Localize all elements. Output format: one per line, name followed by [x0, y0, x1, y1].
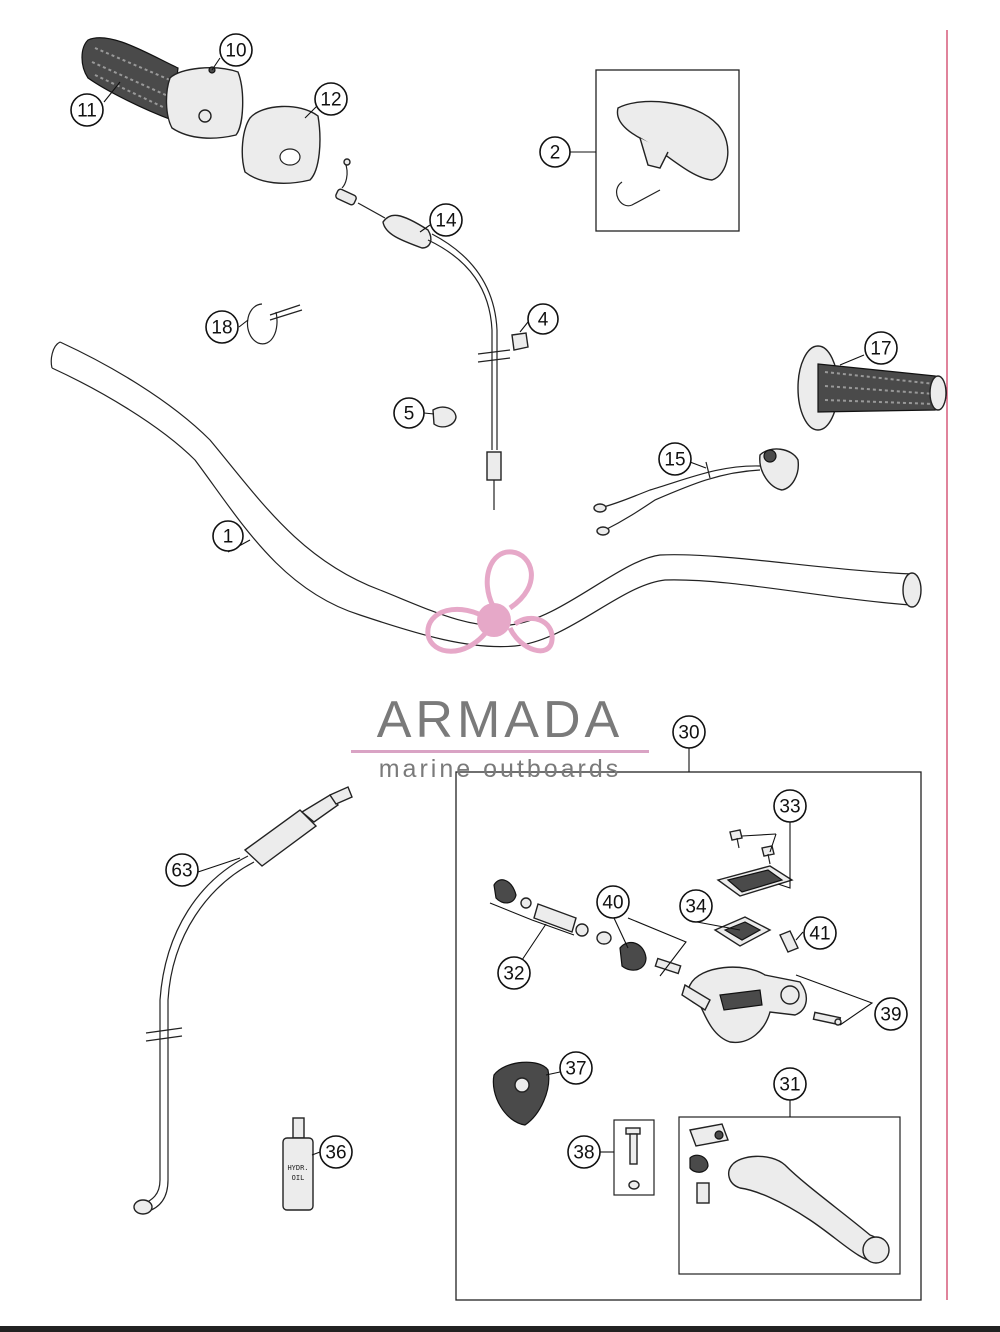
svg-text:17: 17 — [870, 339, 891, 360]
callout-15: 15 — [658, 442, 692, 476]
brand-watermark: ARMADA marine outboards — [345, 690, 655, 785]
svg-text:18: 18 — [211, 318, 232, 339]
brand-name: ARMADA — [376, 691, 624, 749]
svg-text:30: 30 — [678, 723, 699, 744]
svg-text:40: 40 — [602, 893, 623, 914]
svg-text:31: 31 — [779, 1075, 800, 1096]
pivot-bolt — [812, 1011, 842, 1026]
callout-18: 18 — [205, 310, 239, 344]
callout-38: 38 — [567, 1135, 601, 1169]
callout-30: 30 — [672, 715, 706, 749]
callout-17: 17 — [864, 331, 898, 365]
leader-lines — [103, 57, 874, 1156]
oil-bottle: HYDR. OIL — [282, 1117, 314, 1211]
svg-text:32: 32 — [503, 964, 524, 985]
handguard-box — [595, 69, 740, 232]
svg-text:33: 33 — [779, 797, 800, 818]
svg-text:37: 37 — [565, 1059, 586, 1080]
callout-2: 2 — [539, 136, 571, 168]
callout-34: 34 — [679, 889, 713, 923]
throttle-cable — [335, 158, 511, 510]
callout-4: 4 — [527, 303, 559, 335]
small-pin — [779, 930, 799, 953]
callout-5: 5 — [393, 397, 425, 429]
left-grip — [797, 345, 947, 431]
callout-10: 10 — [219, 33, 253, 67]
throttle-grip — [81, 37, 179, 121]
lever-adjuster — [492, 1061, 550, 1126]
svg-text:39: 39 — [880, 1005, 901, 1026]
lever-box — [678, 1116, 901, 1275]
brake-hose — [133, 786, 353, 1215]
svg-text:34: 34 — [685, 897, 707, 918]
throttle-cover — [241, 105, 321, 184]
callout-63: 63 — [165, 853, 199, 887]
svg-text:63: 63 — [171, 861, 192, 882]
cable-nut — [511, 332, 529, 351]
svg-text:38: 38 — [573, 1143, 594, 1164]
callout-33: 33 — [773, 789, 807, 823]
bottle-label-line-2: OIL — [292, 1174, 305, 1182]
svg-text:15: 15 — [664, 450, 685, 471]
callout-39: 39 — [874, 997, 908, 1031]
master-cylinder — [681, 966, 807, 1044]
callout-14: 14 — [429, 203, 463, 237]
handlebar — [50, 341, 922, 648]
callout-40: 40 — [596, 885, 630, 919]
callout-37: 37 — [559, 1051, 593, 1085]
svg-text:1: 1 — [223, 527, 234, 548]
brand-tagline: marine outboards — [378, 755, 622, 783]
cable-clip — [432, 406, 457, 428]
svg-text:12: 12 — [320, 90, 341, 111]
dust-boot — [619, 941, 682, 975]
callout-31: 31 — [773, 1067, 807, 1101]
callout-12: 12 — [314, 82, 348, 116]
callout-36: 36 — [319, 1135, 353, 1169]
cable-tie — [246, 303, 303, 345]
svg-text:5: 5 — [404, 404, 415, 425]
svg-text:36: 36 — [325, 1143, 346, 1164]
brand-logo — [425, 549, 555, 654]
svg-text:10: 10 — [225, 41, 246, 62]
svg-text:14: 14 — [435, 211, 457, 232]
bottle-label-line-1: HYDR. — [287, 1164, 308, 1172]
callout-32: 32 — [497, 956, 531, 990]
master-cylinder-box — [455, 748, 922, 1301]
svg-text:4: 4 — [538, 310, 549, 331]
callout-41: 41 — [803, 916, 837, 950]
callout-1: 1 — [212, 520, 244, 552]
diaphragm — [713, 916, 772, 947]
callout-11: 11 — [70, 93, 104, 127]
reservoir-cover — [716, 829, 794, 897]
svg-text:11: 11 — [77, 101, 97, 122]
svg-text:41: 41 — [809, 924, 830, 945]
brand-rule — [351, 750, 649, 753]
bolt-box — [613, 1119, 655, 1196]
kill-switch — [593, 448, 799, 536]
svg-text:2: 2 — [550, 143, 561, 164]
bottom-rule — [0, 1326, 1000, 1332]
throttle-housing — [165, 66, 244, 139]
piston-kit — [493, 879, 612, 945]
